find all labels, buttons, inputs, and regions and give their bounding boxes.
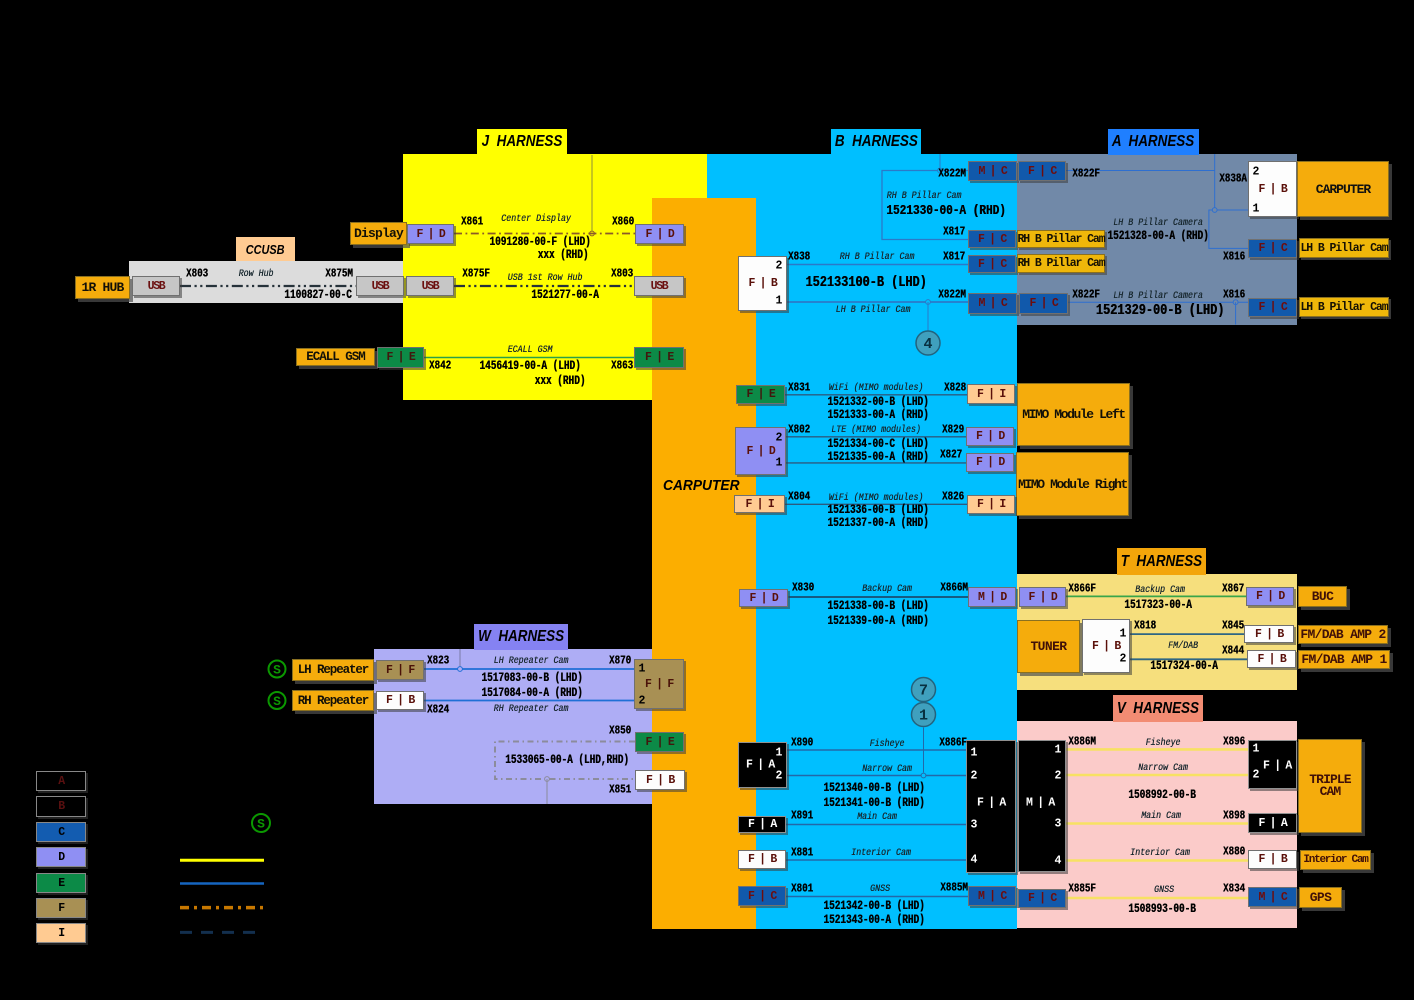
svg-text:7: 7 [919, 683, 928, 700]
svg-text:S: S [273, 663, 281, 678]
svg-text:1: 1 [919, 708, 928, 725]
svg-text:4: 4 [923, 336, 932, 353]
svg-text:S: S [273, 694, 281, 709]
svg-text:S: S [257, 817, 265, 832]
